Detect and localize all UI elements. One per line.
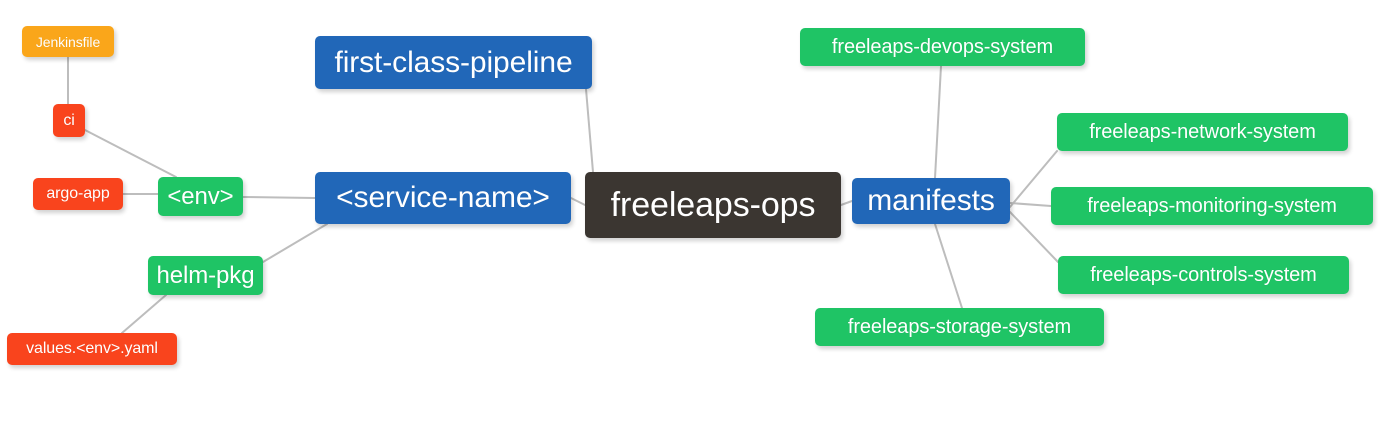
mindmap-node-label: ci <box>63 111 75 129</box>
mindmap-node-helm-pkg[interactable]: helm-pkg <box>148 256 263 295</box>
mindmap-node-freeleaps-devops-system[interactable]: freeleaps-devops-system <box>800 28 1085 66</box>
mindmap-node-jenkinsfile[interactable]: Jenkinsfile <box>22 26 114 57</box>
mindmap-node-label: Jenkinsfile <box>35 33 101 50</box>
edge-service-name-to-helm-pkg <box>262 223 328 263</box>
mindmap-node-label: freeleaps-network-system <box>1089 121 1316 143</box>
mindmap-node-argo-app[interactable]: argo-app <box>33 178 123 210</box>
mindmap-node-label: freeleaps-controls-system <box>1090 264 1317 286</box>
mindmap-node-label: <service-name> <box>336 181 550 214</box>
mindmap-node-label: values.<env>.yaml <box>26 340 158 357</box>
mindmap-node-label: first-class-pipeline <box>334 45 573 79</box>
mindmap-node-freeleaps-ops[interactable]: freeleaps-ops <box>585 172 841 238</box>
edge-service-name-to-env <box>242 196 316 199</box>
mindmap-node-label: freeleaps-storage-system <box>847 316 1072 338</box>
edge-manifests-to-freeleaps-monitoring-system <box>1009 202 1052 207</box>
mindmap-node-label: manifests <box>867 184 995 217</box>
edge-freeleaps-ops-to-manifests <box>840 200 853 206</box>
mindmap-node-manifests[interactable]: manifests <box>852 178 1010 224</box>
edge-manifests-to-freeleaps-network-system <box>1009 150 1058 208</box>
mindmap-node-freeleaps-storage-system[interactable]: freeleaps-storage-system <box>815 308 1104 346</box>
mindmap-node-freeleaps-monitoring-system[interactable]: freeleaps-monitoring-system <box>1051 187 1373 225</box>
mindmap-node-label: freeleaps-ops <box>610 186 816 224</box>
edge-freeleaps-ops-to-service-name <box>570 197 586 206</box>
edge-manifests-to-freeleaps-storage-system <box>934 223 963 309</box>
mindmap-node-freeleaps-controls-system[interactable]: freeleaps-controls-system <box>1058 256 1349 294</box>
mindmap-node-label: freeleaps-monitoring-system <box>1087 195 1337 217</box>
edge-freeleaps-ops-to-first-class-pipeline <box>585 88 594 173</box>
mindmap-node-first-class-pipeline[interactable]: first-class-pipeline <box>315 36 592 89</box>
mindmap-node-label: argo-app <box>46 185 110 202</box>
mindmap-node-label: freeleaps-devops-system <box>831 36 1054 58</box>
edge-manifests-to-freeleaps-devops-system <box>934 65 942 179</box>
edge-helm-pkg-to-values-env-yaml <box>121 294 167 334</box>
mindmap-node-ci[interactable]: ci <box>53 104 85 137</box>
mindmap-node-label: helm-pkg <box>156 261 255 289</box>
mindmap-node-env[interactable]: <env> <box>158 177 243 216</box>
mindmap-node-freeleaps-network-system[interactable]: freeleaps-network-system <box>1057 113 1348 151</box>
mindmap-node-service-name[interactable]: <service-name> <box>315 172 571 224</box>
mindmap-node-values-env-yaml[interactable]: values.<env>.yaml <box>7 333 177 365</box>
edge-env-to-ci <box>84 129 177 178</box>
mindmap-node-label: <env> <box>167 182 234 210</box>
